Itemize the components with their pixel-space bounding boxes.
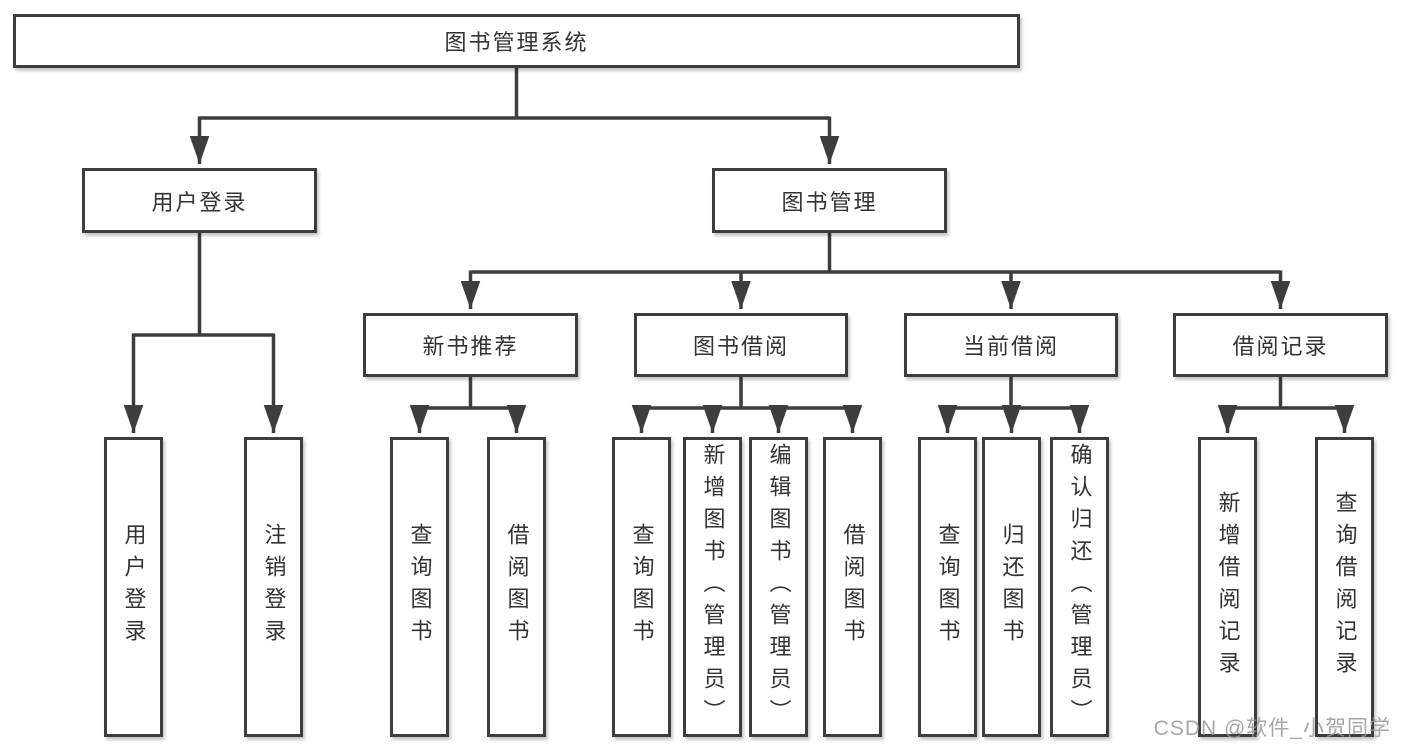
leaf-return-book: 归还图书 (982, 437, 1041, 737)
node-current-borrow: 当前借阅 (904, 313, 1118, 377)
node-borrow-records: 借阅记录 (1173, 313, 1388, 377)
leaf-borrow-books-2: 借阅图书 (823, 437, 882, 737)
node-user-login: 用户登录 (82, 168, 317, 233)
node-new-book-recommend: 新书推荐 (363, 313, 578, 377)
leaf-query-books-3: 查询图书 (918, 437, 977, 737)
watermark: CSDN @软件_小贺同学 (1153, 717, 1391, 740)
leaf-add-book-admin: 新增图书（管理员） (683, 437, 742, 737)
leaf-logout: 注销登录 (244, 437, 303, 737)
leaf-edit-book-admin: 编辑图书（管理员） (749, 437, 808, 737)
leaf-query-borrow-record: 查询借阅记录 (1315, 437, 1374, 737)
connector-skeleton (133, 67, 1345, 410)
leaf-user-login: 用户登录 (104, 437, 163, 737)
node-book-management: 图书管理 (712, 168, 947, 233)
leaf-query-books-2: 查询图书 (612, 437, 671, 737)
leaf-borrow-books-1: 借阅图书 (487, 437, 546, 737)
node-book-borrow: 图书借阅 (634, 313, 848, 377)
node-library-system: 图书管理系统 (13, 14, 1020, 68)
leaf-confirm-return-admin: 确认归还（管理员） (1050, 437, 1109, 737)
leaf-add-borrow-record: 新增借阅记录 (1198, 437, 1257, 737)
leaf-query-books-1: 查询图书 (390, 437, 449, 737)
